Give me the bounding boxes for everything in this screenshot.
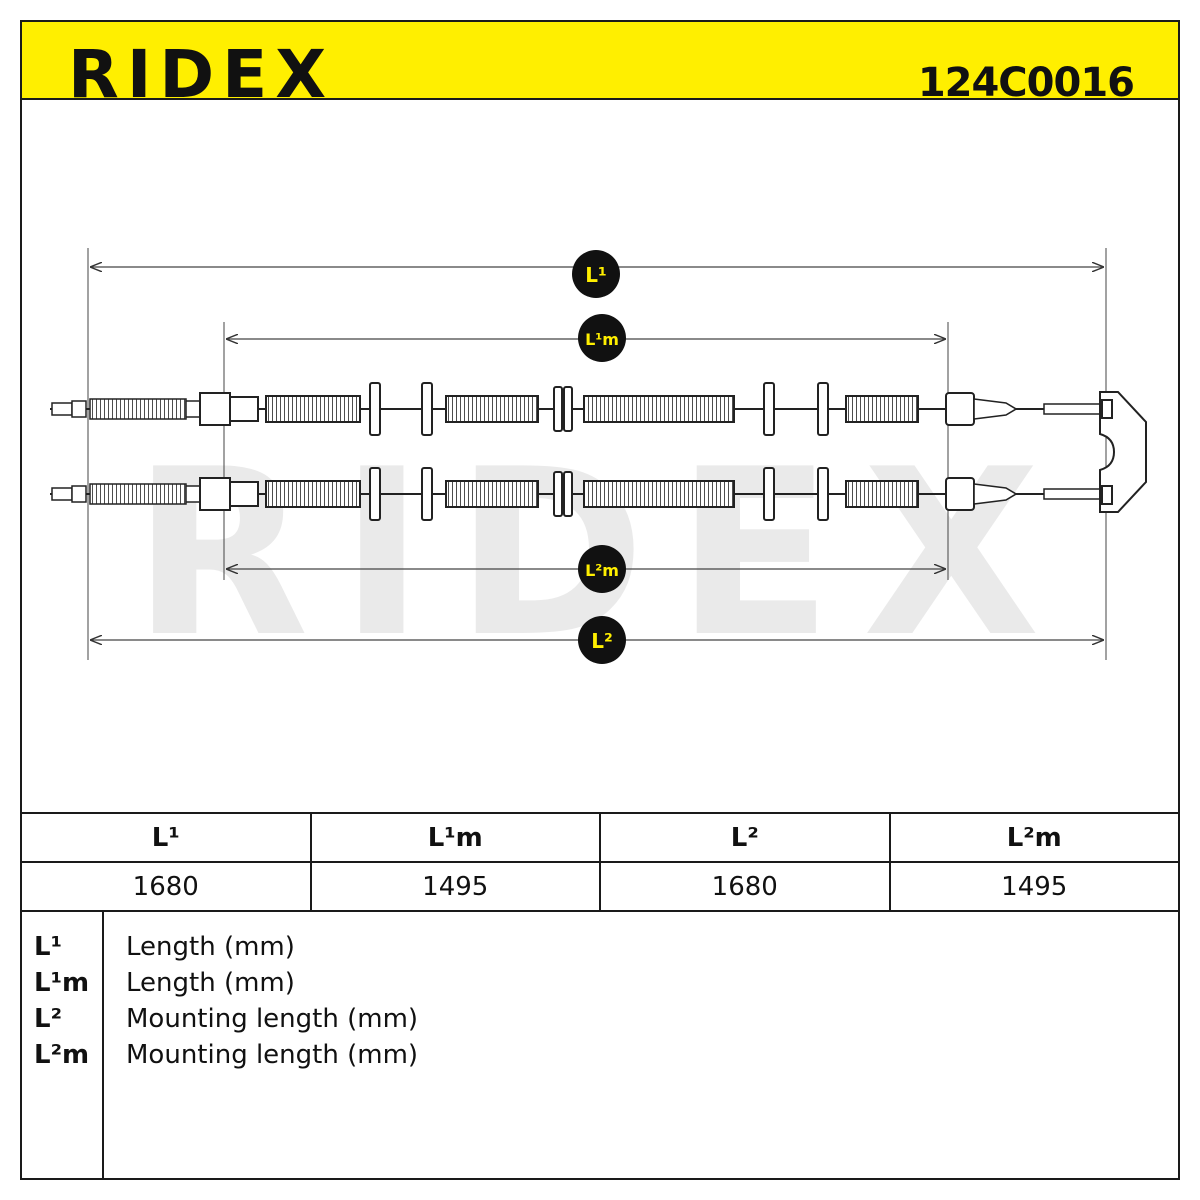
technical-drawing: RIDEX (20, 100, 1180, 812)
badge-l1: L¹ (572, 250, 620, 298)
table-header-row: L¹ L¹m L² L²m (20, 812, 1180, 863)
legend-desc: Mounting length (mm) (126, 1004, 419, 1034)
table-cell: 1495 (888, 861, 1180, 912)
legend-desc: Mounting length (mm) (126, 1040, 419, 1070)
badge-l1m: L¹m (578, 314, 626, 362)
brand-logo: RIDEX (68, 36, 335, 113)
badge-l1m-label: L¹m (585, 330, 619, 349)
legend-key: L²m (34, 1040, 90, 1070)
legend-desc: Length (mm) (126, 968, 295, 998)
legend-item: L²m Mounting length (mm) (22, 1040, 1178, 1076)
equalizer-bracket (1099, 391, 1147, 513)
badge-l2-label: L² (591, 629, 613, 653)
table-cell: 1680 (20, 861, 312, 912)
badge-l2: L² (578, 616, 626, 664)
legend-item: L¹ Length (mm) (22, 932, 1178, 968)
header-bar: RIDEX 124C0016 (20, 20, 1180, 108)
badge-l2m: L²m (578, 545, 626, 593)
cable-drawing-svg: L¹ L¹m L²m L² (50, 248, 1147, 664)
table-cell: 1680 (599, 861, 891, 912)
badge-l1-label: L¹ (585, 263, 607, 287)
cable-upper (50, 382, 1110, 436)
legend-key: L² (34, 1004, 62, 1034)
legend-item: L² Mounting length (mm) (22, 1004, 1178, 1040)
legend-item: L¹m Length (mm) (22, 968, 1178, 1004)
legend-divider (102, 912, 104, 1178)
table-cell: 1495 (309, 861, 601, 912)
legend-desc: Length (mm) (126, 932, 295, 962)
table-header-cell: L² (599, 812, 891, 863)
part-number: 124C0016 (917, 60, 1135, 106)
badge-l2m-label: L²m (585, 561, 619, 580)
table-header-cell: L¹m (309, 812, 601, 863)
extension-lines (87, 248, 1107, 660)
table-header-cell: L¹ (20, 812, 312, 863)
table-row: 1680 1495 1680 1495 (20, 861, 1180, 912)
legend-box: L¹ Length (mm) L¹m Length (mm) L² Mounti… (20, 910, 1180, 1180)
dimensions-table: L¹ L¹m L² L²m 1680 1495 1680 1495 (20, 812, 1180, 912)
legend-key: L¹ (34, 932, 62, 962)
table-header-cell: L²m (888, 812, 1180, 863)
legend-key: L¹m (34, 968, 90, 998)
cable-lower (50, 467, 1110, 521)
